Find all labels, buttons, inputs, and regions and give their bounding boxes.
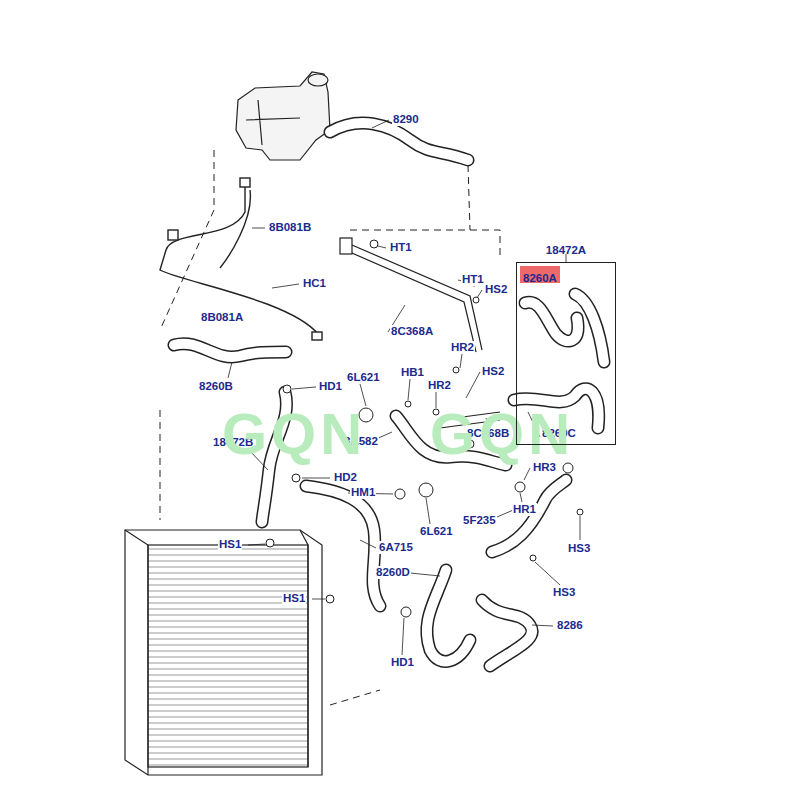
callout-number: 8B081B (268, 221, 312, 234)
callout-number: HS2 (484, 283, 508, 296)
callout-number: HD1 (390, 656, 415, 669)
callout-number: 8290 (392, 113, 420, 126)
callout-number: 18472A (516, 244, 616, 257)
callout-number: 8260A (523, 272, 557, 285)
callout-number: HR2 (450, 341, 475, 354)
highlighted-callout: 8260A (520, 266, 560, 283)
callout-number: 6A715 (378, 541, 414, 554)
leader-line (228, 120, 580, 655)
callout-number: HB1 (400, 366, 425, 379)
callout-number: HT1 (461, 273, 485, 286)
group-frame: 18472A 8260A (516, 244, 616, 445)
callout-number: HC1 (302, 277, 327, 290)
callout-number: HM1 (350, 486, 376, 499)
callout-number: 8C368A (390, 325, 434, 338)
callout-number: HT1 (389, 241, 413, 254)
callout-number: 8B081A (200, 311, 244, 324)
callout-number: 5F235 (462, 514, 497, 527)
coolant-reservoir (236, 72, 330, 160)
callout-number: 8286 (556, 619, 584, 632)
frame-border (516, 262, 616, 445)
metal-pipe (340, 238, 500, 428)
sensor-wires (160, 178, 322, 340)
callout-number: HD2 (333, 471, 358, 484)
callout-number: 6L621 (419, 525, 454, 538)
callout-number: 8260D (375, 566, 411, 579)
callout-number: 6L621 (346, 371, 381, 384)
callout-number: HS3 (567, 542, 591, 555)
callout-number: HR1 (512, 503, 537, 516)
callout-number: HS1 (282, 592, 306, 605)
callout-number: HS2 (481, 365, 505, 378)
radiator (125, 530, 322, 775)
callout-number: HS3 (552, 586, 576, 599)
watermark: GQN (430, 404, 574, 464)
callout-number: HD1 (318, 380, 343, 393)
callout-number: HS1 (218, 538, 242, 551)
watermark: GQN (222, 404, 366, 464)
callout-number: 8260B (198, 380, 234, 393)
callout-number: HR2 (427, 379, 452, 392)
